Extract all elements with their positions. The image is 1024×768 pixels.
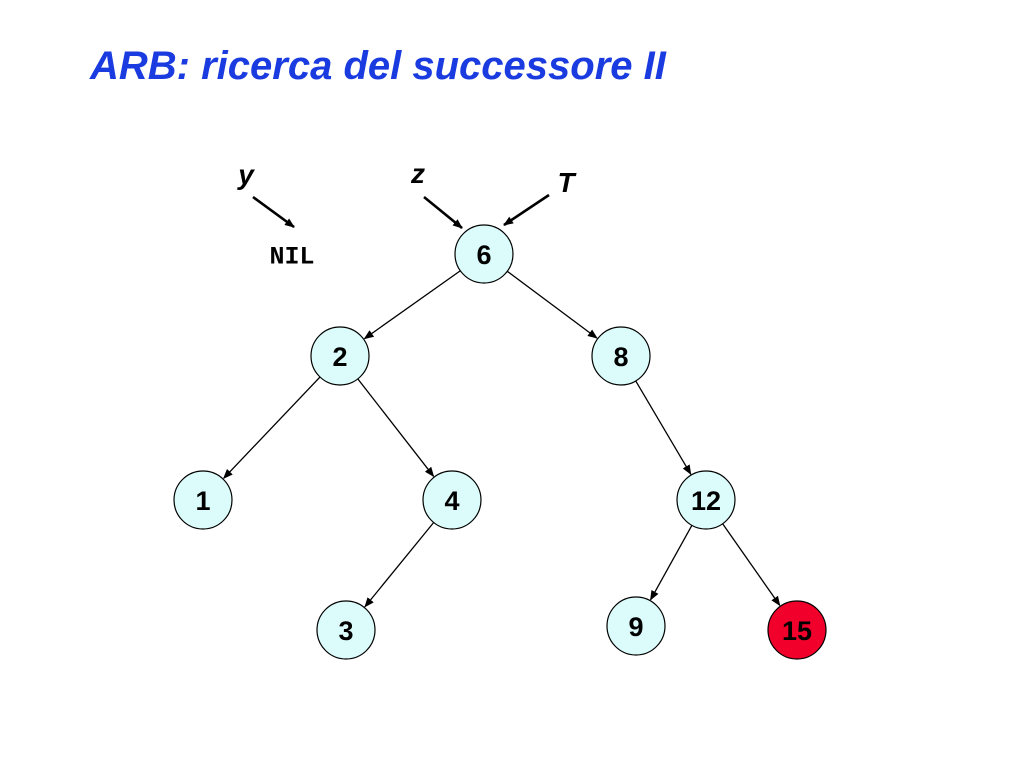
tree-node-label: 2 bbox=[332, 342, 347, 372]
tree-edge-n12-n9 bbox=[650, 525, 693, 601]
tree-node-15: 15 bbox=[767, 600, 827, 660]
tree-edge-n4-n3 bbox=[364, 522, 435, 608]
tree-node-6: 6 bbox=[454, 224, 514, 284]
tree-edge-n12-n15 bbox=[722, 523, 781, 607]
pointer-arrow-y bbox=[252, 195, 295, 229]
tree-node-2: 2 bbox=[310, 326, 370, 386]
tree-node-4: 4 bbox=[422, 470, 482, 530]
nil-label: NIL bbox=[269, 243, 314, 272]
pointer-label-z: z bbox=[410, 158, 425, 189]
tree-node-8: 8 bbox=[591, 326, 651, 386]
tree-node-circle bbox=[606, 596, 666, 656]
tree-node-circle bbox=[767, 600, 827, 660]
pointer-label-T: T bbox=[557, 167, 577, 198]
tree-node-label: 3 bbox=[338, 616, 353, 646]
tree-node-label: 15 bbox=[782, 616, 812, 646]
tree-node-label: 1 bbox=[195, 486, 210, 516]
tree-node-3: 3 bbox=[316, 600, 376, 660]
pointer-arrow-T bbox=[503, 193, 550, 227]
pointer-label-y: y bbox=[236, 159, 255, 190]
tree-node-label: 8 bbox=[613, 342, 628, 372]
tree-node-12: 12 bbox=[676, 470, 736, 530]
tree-node-label: 9 bbox=[628, 612, 643, 642]
tree-node-circle bbox=[454, 224, 514, 284]
tree-edge-n2-n1 bbox=[222, 376, 321, 479]
tree-node-label: 6 bbox=[476, 240, 491, 270]
slide-title: ARB: ricerca del successore II bbox=[90, 44, 666, 88]
tree-edge-n8-n12 bbox=[635, 380, 692, 476]
tree-edge-n6-n8 bbox=[506, 270, 598, 339]
tree-edge-n6-n2 bbox=[363, 270, 461, 340]
tree-node-label: 12 bbox=[691, 486, 721, 516]
pointers-layer: NIL y z T bbox=[236, 158, 577, 272]
tree-node-label: 4 bbox=[444, 486, 459, 516]
tree-node-circle bbox=[422, 470, 482, 530]
tree-node-circle bbox=[173, 470, 233, 530]
pointer-arrow-z bbox=[423, 195, 463, 230]
tree-node-circle bbox=[316, 600, 376, 660]
tree-node-circle bbox=[591, 326, 651, 386]
tree-node-circle bbox=[676, 470, 736, 530]
tree-edge-n2-n4 bbox=[357, 378, 435, 478]
tree-node-circle bbox=[310, 326, 370, 386]
tree-node-1: 1 bbox=[173, 470, 233, 530]
tree-node-9: 9 bbox=[606, 596, 666, 656]
edges-layer bbox=[222, 270, 781, 608]
